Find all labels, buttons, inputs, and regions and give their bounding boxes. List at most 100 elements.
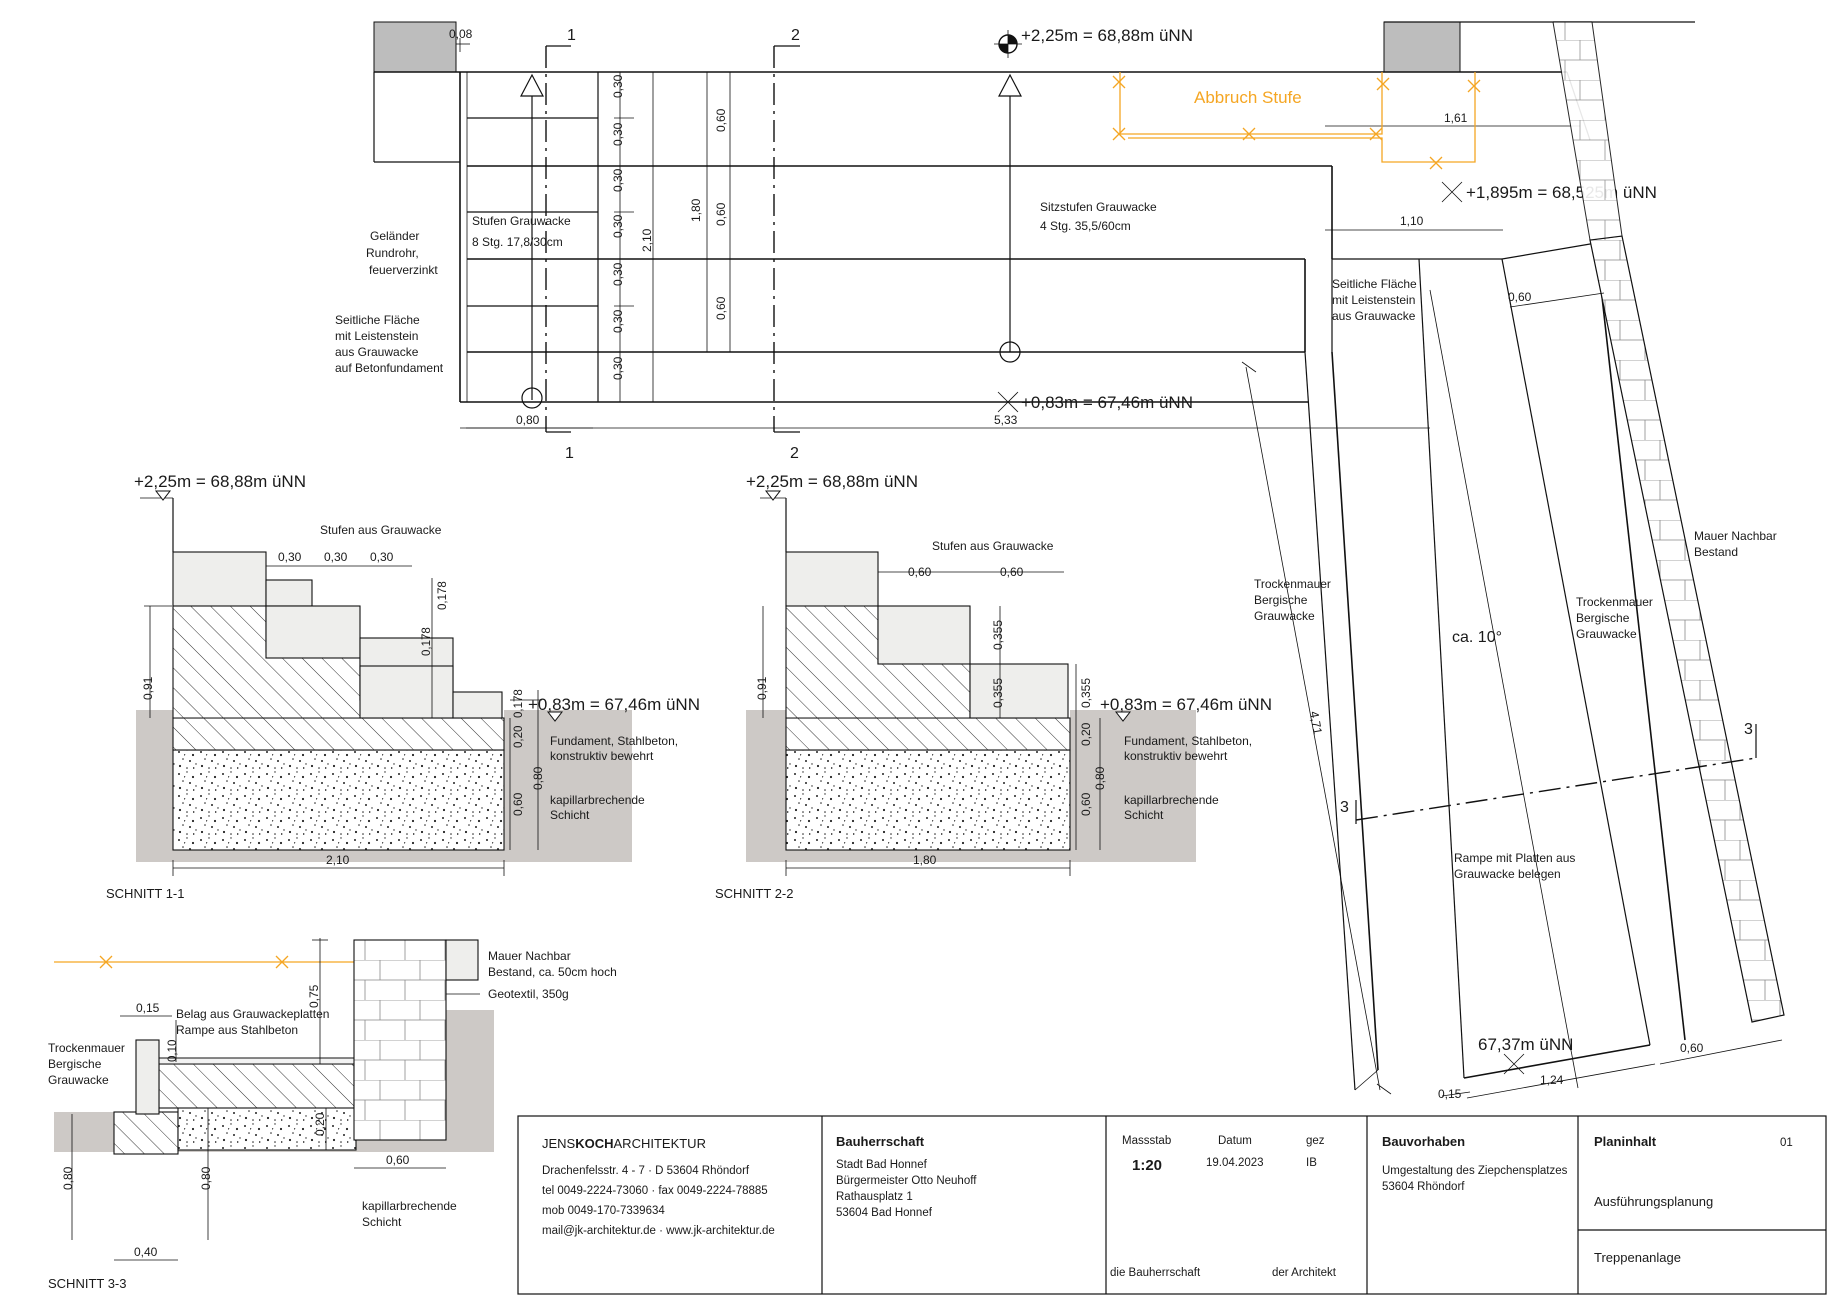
dim-015: 0,15 — [1438, 1087, 1462, 1101]
s3-dim-060: 0,60 — [386, 1153, 410, 1167]
gravel-layer-3 — [177, 1105, 357, 1151]
existing-wall-block-left — [373, 21, 457, 73]
gez-label: gez — [1306, 1135, 1325, 1147]
section-line-3 — [1355, 757, 1757, 821]
s3-mauer-1: Mauer Nachbar — [488, 949, 571, 963]
plan-level-bottom: +0,83m = 67,46m üNN — [1021, 393, 1193, 412]
bauherr-line-4: 53604 Bad Honnef — [836, 1207, 933, 1219]
dim-030-b: 0,30 — [611, 122, 625, 146]
inhalt-1: Ausführungsplanung — [1594, 1194, 1713, 1209]
plan-stufen-title: Stufen Grauwacke — [472, 214, 571, 228]
demolition-outline — [1112, 72, 1481, 170]
s3-dim-015: 0,15 — [136, 1001, 160, 1015]
s1-dim-w: 2,10 — [326, 853, 350, 867]
dim-161: 1,61 — [1444, 111, 1468, 125]
s1-level-top: +2,25m = 68,88m üNN — [134, 472, 306, 491]
s1-fundament-2: konstruktiv bewehrt — [550, 749, 654, 763]
s3-trocken-1: Trockenmauer — [48, 1041, 125, 1055]
s2-dim-091: 0,91 — [755, 676, 769, 700]
trocken-left-1: Trockenmauer — [1254, 577, 1331, 591]
s3-trocken-3: Grauwacke — [48, 1073, 109, 1087]
bauherr-line-1: Stadt Bad Honnef — [836, 1159, 928, 1171]
section-2-2: +2,25m = 68,88m üNN +0,83m = 67,46m üNN … — [715, 472, 1272, 901]
inhalt-label: Planinhalt — [1594, 1134, 1657, 1149]
vorhaben-line-2: 53604 Rhöndorf — [1382, 1181, 1465, 1193]
s2-kapillar-2: Schicht — [1124, 808, 1164, 822]
plan-vertical-dimensions — [614, 71, 736, 403]
massstab-label: Massstab — [1122, 1135, 1171, 1147]
vorhaben-label: Bauvorhaben — [1382, 1134, 1465, 1149]
s1-dim-091: 0,91 — [141, 676, 155, 700]
plan-trocken-left-note: Trockenmauer Bergische Grauwacke — [1254, 577, 1331, 623]
s2-dim-060-b: 0,60 — [1000, 565, 1024, 579]
dim-060-c: 0,60 — [714, 296, 728, 320]
seitlich-left-2: mit Leistenstein — [335, 329, 418, 343]
level-marker-top-icon — [994, 30, 1022, 58]
dim-030-c: 0,30 — [611, 168, 625, 192]
seitlich-left-4: auf Betonfundament — [335, 361, 444, 375]
s2-dim-355-b: 0,355 — [991, 678, 1005, 708]
seitlich-right-1: Seitliche Fläche — [1332, 277, 1417, 291]
s1-level-bottom: +0,83m = 67,46m üNN — [528, 695, 700, 714]
s2-stufen: Stufen aus Grauwacke — [932, 539, 1054, 553]
s3-dim-075: 0,75 — [307, 984, 321, 1008]
trocken-left-2: Bergische — [1254, 593, 1308, 607]
plan-dim-labels: 0,30 0,30 0,30 0,30 0,30 0,30 0,30 2,10 … — [449, 27, 1468, 427]
section-3-3: Mauer Nachbar Bestand, ca. 50cm hoch Geo… — [48, 938, 617, 1291]
plan-seitlich-right-note: Seitliche Fläche mit Leistenstein aus Gr… — [1332, 277, 1417, 323]
s3-geotextil: Geotextil, 350g — [488, 987, 569, 1001]
s1-kapillar-1: kapillarbrechende — [550, 793, 645, 807]
s1-dim-178-b: 0,178 — [421, 627, 433, 656]
s3-dim-010: 0,10 — [167, 1040, 179, 1062]
gelaender-line-1: Geländer — [370, 229, 419, 243]
gravel-layer-1 — [172, 749, 505, 851]
plan-abbruch-label: Abbruch Stufe — [1194, 88, 1302, 107]
s2-dim-355-c: 0,355 — [1079, 678, 1093, 708]
bauherr-label: Bauherrschaft — [836, 1134, 925, 1149]
dim-030-g: 0,30 — [611, 356, 625, 380]
trocken-left-3: Grauwacke — [1254, 609, 1315, 623]
s3-dim-080-a: 0,80 — [61, 1166, 75, 1190]
plan-level-ramp: 67,37m üNN — [1478, 1035, 1573, 1054]
s1-dim-030-b: 0,30 — [324, 550, 348, 564]
plan-gelaender-note: Geländer Rundrohr, feuerverzinkt — [366, 229, 438, 277]
s2-dim-020: 0,20 — [1079, 722, 1093, 746]
section-mark-2-top: 2 — [791, 27, 800, 44]
ramp-plan — [1241, 21, 1785, 1099]
dim-030-a: 0,30 — [611, 74, 625, 98]
office-line-2: tel 0049-2224-73060 · fax 0049-2224-7888… — [542, 1185, 768, 1197]
plan-stufen-spec: 8 Stg. 17,8/30cm — [472, 235, 563, 249]
title-block: JENSKOCHARCHITEKTUR Drachenfelsstr. 4 - … — [517, 1115, 1827, 1295]
seitlich-right-2: mit Leistenstein — [1332, 293, 1415, 307]
datum-label: Datum — [1218, 1135, 1252, 1147]
bauherr-line-3: Rathausplatz 1 — [836, 1191, 913, 1203]
dim-124: 1,24 — [1540, 1073, 1564, 1087]
s3-dim-020: 0,20 — [313, 1112, 327, 1136]
s1-dim-178-c: 0,178 — [513, 689, 525, 718]
s1-dim-178-a: 0,178 — [437, 581, 449, 610]
s2-fundament-1: Fundament, Stahlbeton, — [1124, 734, 1252, 748]
s3-trocken-2: Bergische — [48, 1057, 102, 1071]
gelaender-line-3: feuerverzinkt — [369, 263, 438, 277]
s1-title: SCHNITT 1-1 — [106, 886, 185, 901]
gravel-layer-2 — [785, 749, 1071, 851]
bauherr-line-2: Bürgermeister Otto Neuhoff — [836, 1175, 977, 1187]
trocken-right-3: Grauwacke — [1576, 627, 1637, 641]
s2-dim-060-a: 0,60 — [908, 565, 932, 579]
neighbour-wall-section — [353, 939, 447, 1141]
gez-value: IB — [1306, 1157, 1317, 1169]
office-line-1: Drachenfelsstr. 4 - 7 · D 53604 Rhöndorf — [542, 1165, 750, 1177]
office-line-4: mail@jk-architektur.de · www.jk-architek… — [542, 1225, 775, 1237]
sign-architekt: der Architekt — [1272, 1267, 1337, 1279]
s1-fundament-1: Fundament, Stahlbeton, — [550, 734, 678, 748]
s3-belag-2: Rampe aus Stahlbeton — [176, 1023, 298, 1037]
existing-wall-block-right — [1383, 21, 1461, 73]
seitlich-left-3: aus Grauwacke — [335, 345, 419, 359]
s3-title: SCHNITT 3-3 — [48, 1276, 127, 1291]
dim-471: 4,71 — [1307, 710, 1325, 736]
plan-sitz-title: Sitzstufen Grauwacke — [1040, 200, 1157, 214]
dim-080: 0,80 — [516, 413, 540, 427]
office-line-3: mob 0049-170-7339634 — [542, 1205, 665, 1217]
s1-kapillar-2: Schicht — [550, 808, 590, 822]
